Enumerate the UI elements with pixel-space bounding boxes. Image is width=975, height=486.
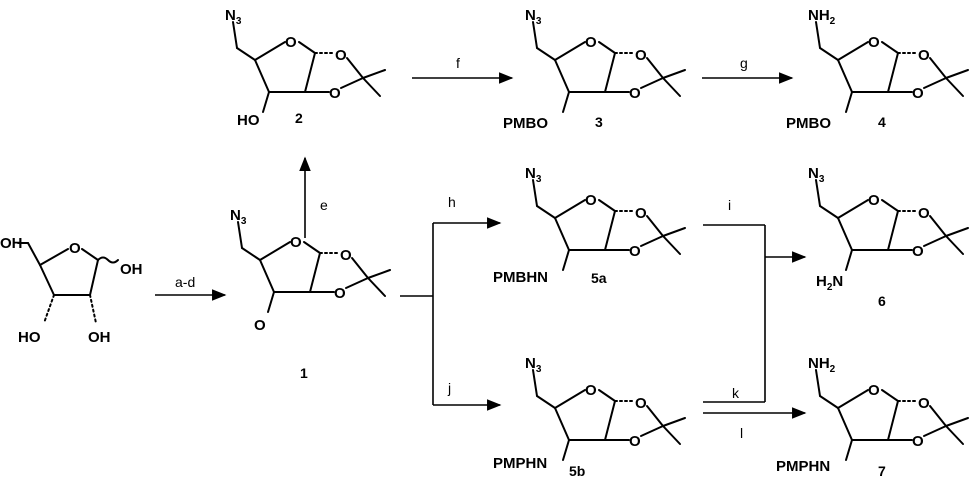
reagent-label-ad: a-d bbox=[175, 274, 195, 290]
reagent-label-j: j bbox=[447, 380, 451, 396]
compound-label: 2 bbox=[295, 110, 303, 126]
atom-o-a: O bbox=[918, 47, 930, 64]
atom-o-b: O bbox=[629, 433, 641, 450]
atom-ring-o: O bbox=[69, 240, 81, 257]
atom-o-a: O bbox=[635, 205, 647, 222]
atom-o-a: O bbox=[340, 247, 352, 264]
arrow-merge-ik: i k bbox=[703, 197, 807, 403]
atom-c3: PMPHN bbox=[776, 458, 830, 475]
reagent-label-g: g bbox=[740, 55, 748, 71]
arrow-g: g bbox=[702, 55, 794, 84]
atom-o-a: O bbox=[335, 47, 347, 64]
compound-5a: O O O N3 PMBHN 5a bbox=[493, 165, 686, 286]
atom-ring-o: O bbox=[868, 34, 880, 51]
atom-o-b: O bbox=[912, 433, 924, 450]
atom-o-a: O bbox=[635, 395, 647, 412]
compound-label: 4 bbox=[878, 114, 886, 130]
reagent-label-e: e bbox=[320, 197, 328, 213]
arrow-e: e bbox=[299, 156, 328, 238]
atom-ring-o: O bbox=[290, 234, 302, 251]
atom-o-b: O bbox=[629, 85, 641, 102]
atom-c3: PMPHN bbox=[493, 455, 547, 472]
atom-ho-c3: HO bbox=[18, 329, 41, 346]
atom-ring-o: O bbox=[585, 382, 597, 399]
atom-oh-c1: OH bbox=[120, 261, 143, 278]
atom-top: N3 bbox=[230, 207, 247, 227]
reagent-label-i: i bbox=[728, 197, 731, 213]
atom-ring-o: O bbox=[585, 192, 597, 209]
atom-top: NH2 bbox=[808, 355, 836, 375]
atom-o-a: O bbox=[918, 395, 930, 412]
atom-c3: HO bbox=[237, 112, 260, 129]
atom-top: N3 bbox=[525, 165, 542, 185]
atom-top: N3 bbox=[525, 7, 542, 27]
compound-label: 7 bbox=[878, 463, 886, 479]
compound-1: O O O N3 O 1 bbox=[230, 207, 391, 381]
compound-label: 3 bbox=[595, 114, 603, 130]
starting-sugar: O OH OH HO OH bbox=[0, 235, 143, 346]
atom-o-b: O bbox=[912, 85, 924, 102]
compound-4: O O O NH2 PMBO 4 bbox=[786, 7, 969, 132]
compound-2: O O O N3 HO 2 bbox=[225, 7, 386, 129]
atom-c3: PMBO bbox=[503, 115, 548, 132]
compound-label: 5b bbox=[569, 463, 585, 479]
compound-label: 1 bbox=[300, 365, 308, 381]
arrow-l: l bbox=[703, 407, 807, 441]
atom-c3: O bbox=[254, 317, 266, 334]
atom-o-b: O bbox=[334, 285, 346, 302]
atom-top: N3 bbox=[808, 165, 825, 185]
arrow-branch-hj: h j bbox=[400, 194, 502, 411]
atom-ring-o: O bbox=[868, 382, 880, 399]
atom-c3: H2N bbox=[816, 273, 843, 293]
atom-o-b: O bbox=[329, 85, 341, 102]
reagent-label-k: k bbox=[732, 385, 740, 401]
reagent-label-l: l bbox=[740, 425, 743, 441]
compound-3: O O O N3 PMBO 3 bbox=[503, 7, 686, 132]
atom-oh-c5: OH bbox=[0, 235, 23, 252]
compound-label: 6 bbox=[878, 293, 886, 309]
compound-6: O O O N3 H2N 6 bbox=[808, 165, 969, 309]
atom-c3: PMBO bbox=[786, 115, 831, 132]
atom-top: N3 bbox=[525, 355, 542, 375]
atom-o-b: O bbox=[629, 243, 641, 260]
arrow-ad: a-d bbox=[155, 274, 227, 301]
atom-ring-o: O bbox=[585, 34, 597, 51]
compound-7: O O O NH2 PMPHN 7 bbox=[776, 355, 969, 479]
compound-label: 5a bbox=[591, 270, 607, 286]
atom-oh-c2: OH bbox=[88, 329, 111, 346]
atom-c3: PMBHN bbox=[493, 269, 548, 286]
atom-ring-o: O bbox=[285, 34, 297, 51]
compound-5b: O O O N3 PMPHN 5b bbox=[493, 355, 686, 479]
atom-o-a: O bbox=[918, 205, 930, 222]
reagent-label-f: f bbox=[456, 55, 460, 71]
atom-o-a: O bbox=[635, 47, 647, 64]
reagent-label-h: h bbox=[448, 194, 456, 210]
atom-o-b: O bbox=[912, 243, 924, 260]
atom-ring-o: O bbox=[868, 192, 880, 209]
atom-top: NH2 bbox=[808, 7, 836, 27]
atom-top: N3 bbox=[225, 7, 242, 27]
arrow-f: f bbox=[412, 55, 514, 84]
